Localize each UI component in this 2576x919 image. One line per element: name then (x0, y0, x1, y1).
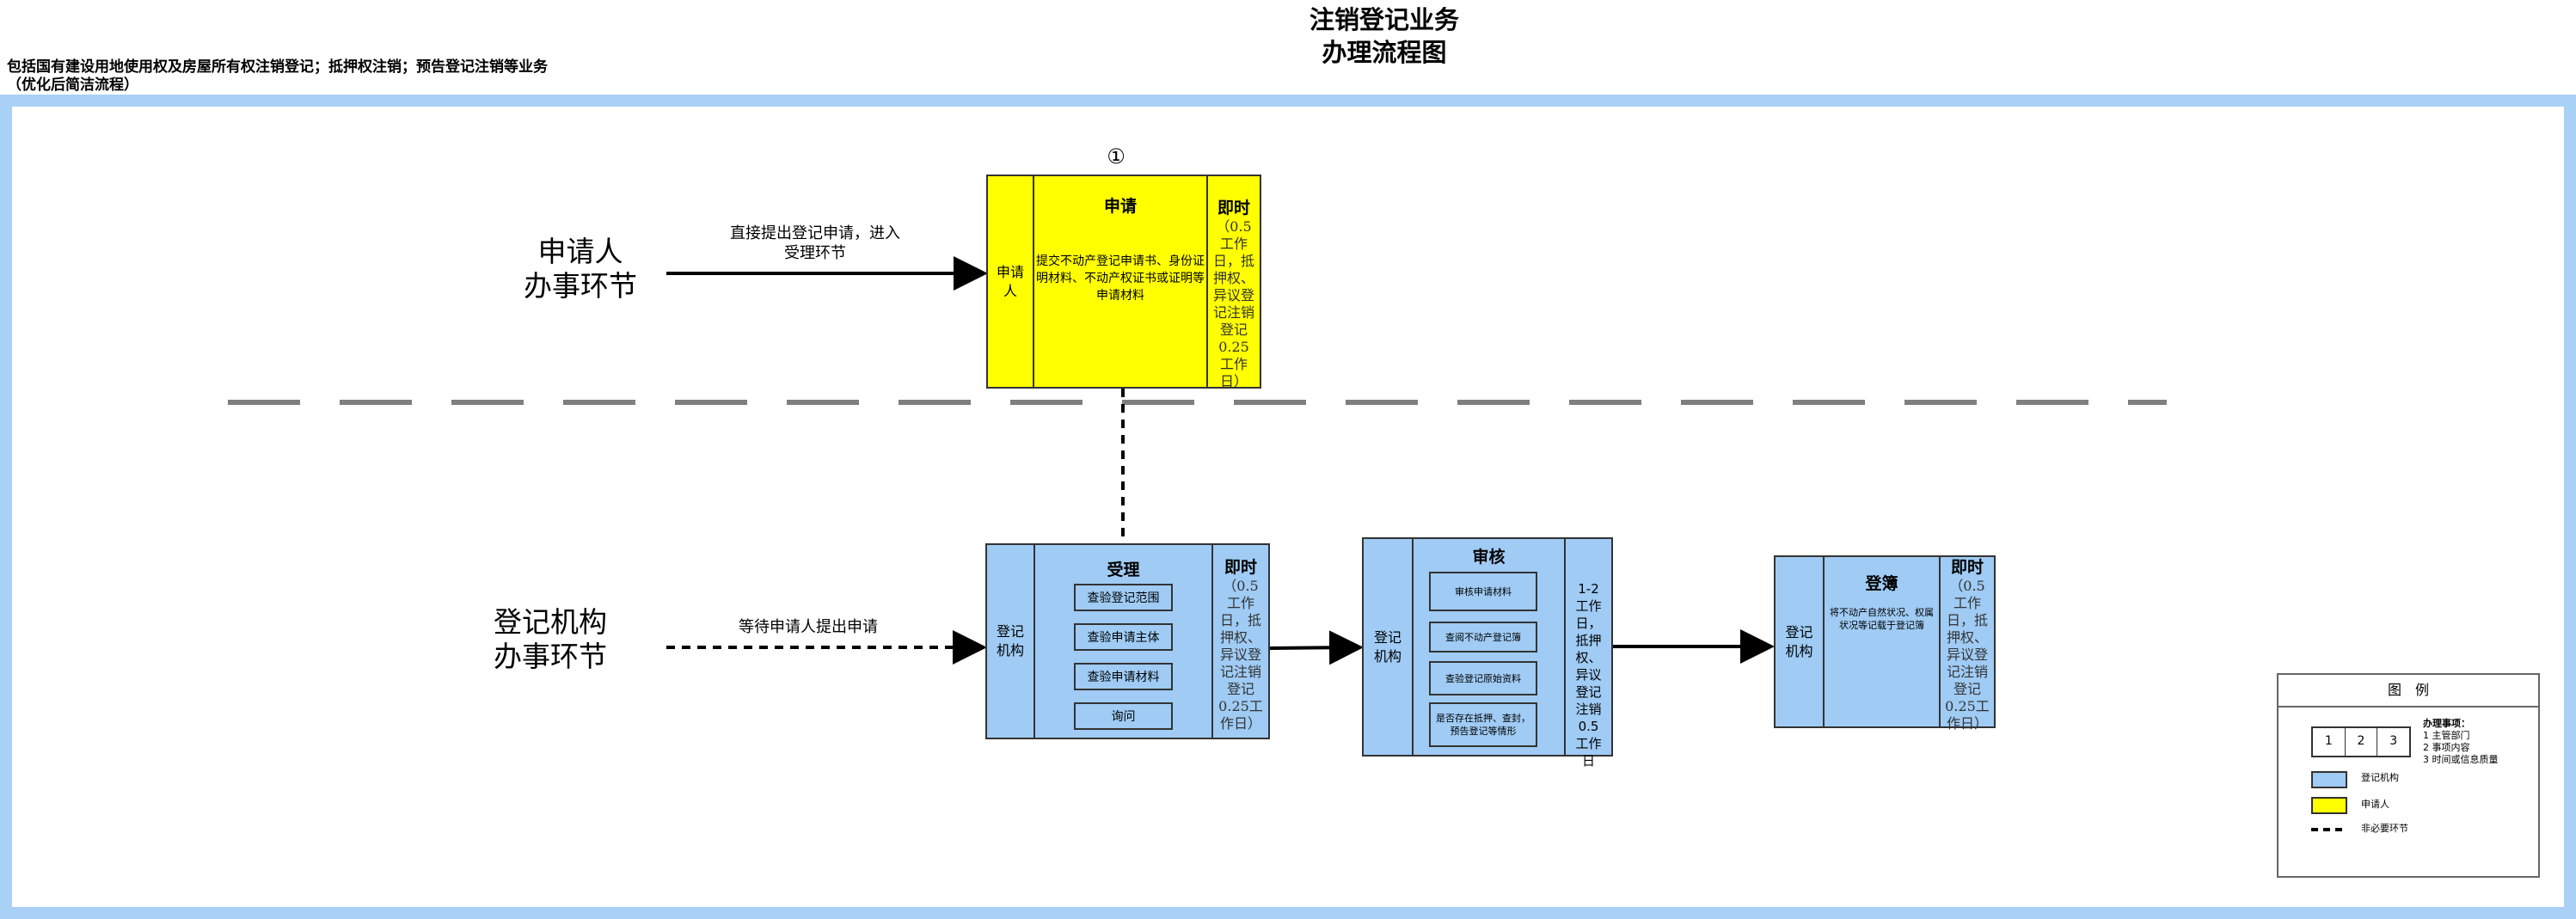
apply-content: 提交不动产登记申请书、身份证明材料、不动产权证书或证明等申请材料 (1036, 254, 1205, 303)
agency-lane-label: 登记机构 办事环节 (460, 605, 641, 674)
title-line-1: 注销登记业务 (1309, 5, 1459, 34)
diagram-frame (0, 95, 2576, 919)
step-number: ① (1107, 144, 1125, 168)
review-item: 查验登记原始资料 (1429, 661, 1537, 695)
accept-time-head: 即时 (1224, 558, 1257, 577)
apply-box: 申请人 申请 提交不动产登记申请书、身份证明材料、不动产权证书或证明等申请材料 … (986, 175, 1261, 389)
legend-yellow-swatch (2311, 797, 2347, 814)
register-content: 将不动产自然状况、权属状况等记载于登记簿 (1830, 607, 1934, 631)
legend-cell: 2 (2346, 728, 2378, 756)
review-content-panel: 审核 审核申请材料 查阅不动产登记簿 查验登记原始资料 是否存在抵押、查封，预告… (1414, 539, 1566, 755)
legend-blue-swatch (2311, 771, 2347, 788)
review-box: 登记机构 审核 审核申请材料 查阅不动产登记簿 查验登记原始资料 是否存在抵押、… (1362, 537, 1613, 769)
legend-items-title: 办理事项： (2423, 718, 2470, 729)
register-title: 登簿 (1865, 574, 1898, 593)
register-time: 即时 （0.5工作日，抵押权、异议登记注销登记0.25工作日） (1941, 557, 1994, 732)
legend-dashed-line (2311, 828, 2342, 831)
review-item: 是否存在抵押、查封，预告登记等情形 (1429, 702, 1537, 747)
agency-lane-line-1: 登记机构 (494, 605, 607, 639)
apply-role: 申请人 (988, 176, 1034, 387)
register-time-detail: （0.5工作日，抵押权、异议登记注销登记0.25工作日） (1945, 578, 1990, 732)
apply-content-panel: 申请 提交不动产登记申请书、身份证明材料、不动产权证书或证明等申请材料 (1034, 176, 1208, 387)
legend-dashed-label: 非必要环节 (2361, 823, 2408, 834)
accept-item: 查验申请主体 (1074, 623, 1173, 651)
accept-time: 即时 （0.5工作日，抵押权、异议登记注销登记0.25工作日） (1213, 545, 1268, 738)
page-title: 注销登记业务 办理流程图 (1212, 3, 1556, 69)
accept-role: 登记机构 (987, 545, 1035, 738)
legend-cell: 1 (2313, 728, 2346, 756)
accept-content-panel: 受理 查验登记范围 查验申请主体 查验申请材料 询问 (1035, 545, 1213, 738)
legend-item: 2 事项内容 (2423, 742, 2470, 753)
agency-lane-line-2: 办事环节 (494, 640, 607, 673)
legend-items: 办理事项： 1 主管部门 2 事项内容 3 时间或信息质量 (2423, 718, 2535, 766)
review-time: 1-2工作日，抵押权、异议登记注销0.5工作日 (1575, 581, 1602, 769)
applicant-arrow-note: 直接提出登记申请，进入受理环节 (730, 224, 900, 262)
legend-yellow-label: 申请人 (2361, 799, 2389, 810)
accept-item: 查验申请材料 (1074, 663, 1173, 690)
review-item: 查阅不动产登记簿 (1429, 622, 1537, 652)
review-title: 审核 (1472, 548, 1506, 567)
apply-title: 申请 (1103, 197, 1137, 216)
register-box: 登记机构 登簿 将不动产自然状况、权属状况等记载于登记簿 即时 （0.5工作日，… (1774, 555, 1996, 732)
legend-panel: 图 例 1 2 3 办理事项： 1 主管部门 2 事项内容 3 时间或信息质量 … (2277, 673, 2540, 878)
applicant-lane-line-1: 申请人 (537, 235, 623, 268)
legend-item: 3 时间或信息质量 (2423, 754, 2499, 765)
legend-item: 1 主管部门 (2423, 730, 2470, 741)
legend-title: 图 例 (2279, 675, 2538, 708)
scope-line-1: 包括国有建设用地使用权及房屋所有权注销登记；抵押权注销；预告登记注销等业务 (7, 58, 548, 76)
scope-line-2: （优化后简洁流程） (7, 77, 138, 94)
apply-time-head: 即时 (1217, 199, 1250, 217)
register-time-head: 即时 (1950, 558, 1984, 577)
legend-cell: 3 (2389, 734, 2398, 748)
review-role: 登记机构 (1364, 539, 1414, 755)
review-item: 审核申请材料 (1429, 572, 1537, 611)
scope-note: 包括国有建设用地使用权及房屋所有权注销登记；抵押权注销；预告登记注销等业务 （优… (7, 58, 695, 95)
accept-item: 查验登记范围 (1074, 584, 1173, 611)
accept-item: 询问 (1074, 702, 1173, 730)
legend-sample-box: 1 2 3 (2311, 726, 2411, 757)
accept-time-detail: （0.5工作日，抵押权、异议登记注销登记0.25工作日） (1218, 578, 1263, 732)
applicant-lane-label: 申请人 办事环节 (490, 235, 671, 303)
apply-time: 即时 （0.5工作日，抵押权、异议登记注销登记0.25工作日） (1208, 176, 1260, 389)
register-content-panel: 登簿 将不动产自然状况、权属状况等记载于登记簿 (1825, 557, 1941, 726)
accept-title: 受理 (1107, 561, 1140, 579)
legend-blue-label: 登记机构 (2361, 772, 2399, 783)
title-line-2: 办理流程图 (1322, 38, 1447, 67)
apply-time-detail: （0.5工作日，抵押权、异议登记注销登记0.25工作日） (1213, 218, 1255, 389)
register-role: 登记机构 (1776, 557, 1825, 726)
accept-to-review-arrow (1269, 630, 1364, 665)
applicant-lane-line-2: 办事环节 (524, 269, 637, 303)
accept-box: 登记机构 受理 查验登记范围 查验申请主体 查验申请材料 询问 即时 （0.5工… (985, 543, 1270, 739)
agency-arrow-note: 等待申请人提出申请 (739, 618, 878, 636)
